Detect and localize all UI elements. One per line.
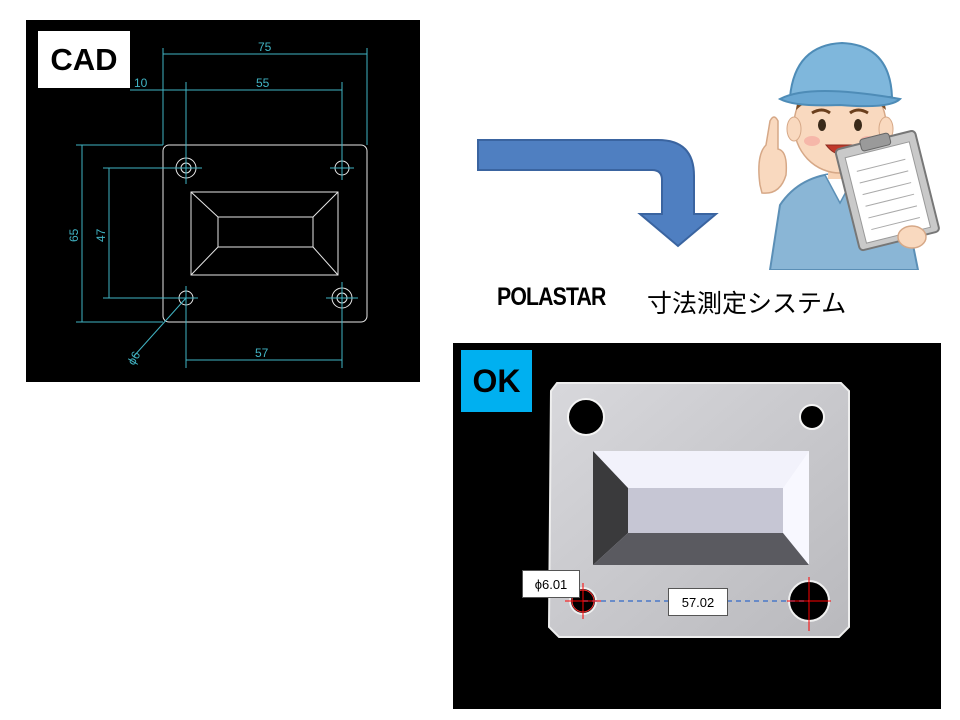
brand-name: POLASTAR: [497, 283, 606, 311]
cad-hole-top-right: [330, 156, 354, 180]
measured-pitch-label: 57.02: [668, 588, 728, 616]
cad-dim-47: 47: [94, 228, 108, 242]
cad-pocket-inner: [217, 216, 314, 248]
cad-dim-65: 65: [67, 228, 81, 242]
cad-label: CAD: [38, 31, 130, 88]
crosshair-left: [565, 583, 601, 619]
cad-dim-55: 55: [256, 76, 270, 90]
cad-dim-phi6: ϕ6: [124, 349, 143, 368]
cad-dim-75: 75: [258, 40, 272, 54]
worker-illustration: [758, 41, 940, 270]
cad-pocket-outer: [190, 191, 339, 276]
system-title: POLASTAR 寸法測定システム: [497, 283, 917, 323]
flow-arrow: [477, 139, 719, 248]
cad-drawing: 75 55 10 65 47 57 ϕ6: [67, 40, 368, 368]
measured-part-image: [547, 382, 850, 638]
part-hole-top-left: [567, 398, 605, 436]
crosshair-right: [787, 577, 831, 631]
part-hole-top-right: [799, 404, 825, 430]
cad-plate-outline: [162, 144, 368, 323]
cad-hole-bottom-right: [326, 282, 358, 314]
system-subtitle: 寸法測定システム: [647, 289, 847, 318]
cad-dim-10: 10: [134, 76, 148, 90]
ok-badge: OK: [461, 350, 532, 412]
part-pocket: [593, 451, 809, 565]
cad-dim-57: 57: [255, 346, 269, 360]
measured-diameter-label: ϕ6.01: [522, 570, 580, 598]
